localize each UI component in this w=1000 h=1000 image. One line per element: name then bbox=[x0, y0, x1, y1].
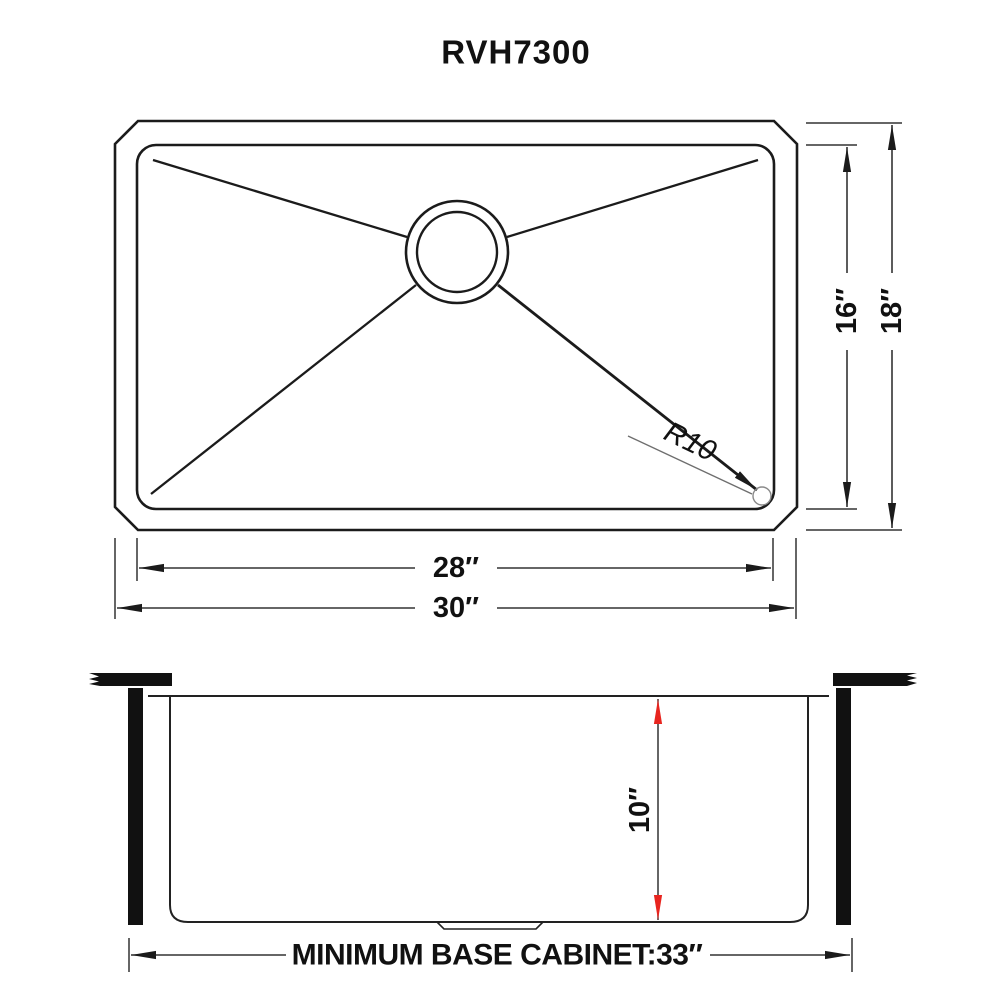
drain-recess bbox=[436, 921, 544, 930]
dim-label-18: 18″ bbox=[876, 288, 908, 334]
countertop-bar-left bbox=[89, 673, 172, 686]
model-title: RVH7300 bbox=[441, 34, 591, 71]
vertical-dimensions: 16″ 18″ bbox=[806, 122, 908, 531]
top-view: R10 bbox=[113, 119, 799, 532]
bowl-section-outline bbox=[169, 697, 809, 923]
side-view: 10″ MINIMUM BASE CABINET:33″ bbox=[89, 673, 917, 972]
dim-label-16: 16″ bbox=[831, 288, 863, 334]
cabinet-wall-right bbox=[836, 688, 851, 925]
sink-bowl-outline bbox=[135, 143, 776, 511]
crease-line-top-right bbox=[506, 158, 759, 239]
drain-inner-circle bbox=[415, 210, 499, 294]
dim-label-28: 28″ bbox=[433, 552, 479, 584]
sink-outer-rim bbox=[113, 119, 799, 532]
cabinet-wall-left bbox=[128, 688, 143, 925]
base-cabinet-label: MINIMUM BASE CABINET:33″ bbox=[292, 939, 703, 972]
dim-label-10: 10″ bbox=[624, 787, 656, 833]
drain-outer-circle bbox=[404, 199, 510, 305]
radius-leader-line bbox=[627, 435, 753, 495]
crease-line-top-left bbox=[152, 158, 408, 239]
radius-center-mark bbox=[752, 486, 772, 506]
horizontal-dimensions: 28″ 30″ bbox=[114, 538, 797, 624]
corner-radius-label: R10 bbox=[659, 416, 721, 468]
crease-line-bottom-left bbox=[150, 284, 417, 495]
countertop-bar-right bbox=[833, 673, 917, 686]
dim-label-30: 30″ bbox=[433, 592, 479, 624]
crease-line-bottom-right-with-radius-arrow bbox=[497, 283, 758, 492]
